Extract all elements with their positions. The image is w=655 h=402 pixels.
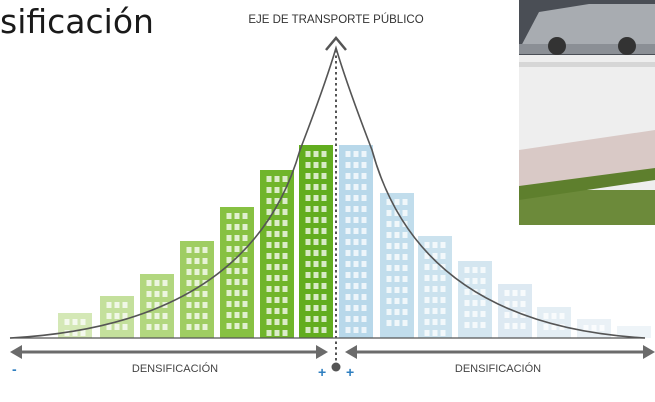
right-densification-label: DENSIFICACIÓN: [455, 362, 541, 375]
building-right-4: [458, 261, 492, 338]
building-left-8: [299, 145, 333, 338]
building-right-8: [617, 326, 651, 338]
building-left-5: [180, 241, 214, 338]
building-left-2: [58, 313, 92, 338]
sign-left-plus: +: [318, 364, 326, 380]
axis-label: EJE DE TRANSPORTE PÚBLICO: [248, 13, 423, 26]
building-right-2: [380, 193, 414, 338]
left-arrowhead-right: [316, 345, 328, 359]
bell-curve: [9, 45, 646, 339]
building-left-6: [220, 207, 254, 338]
sign-left-minus: -: [12, 361, 17, 377]
building-right-3: [418, 236, 452, 338]
left-densification-label: DENSIFICACIÓN: [132, 362, 218, 375]
building-left-7: [260, 170, 294, 338]
right-arrowhead-left: [345, 345, 357, 359]
transit-axis-dot: [331, 362, 341, 372]
building-left-3: [100, 296, 134, 338]
left-arrowhead-left: [10, 345, 22, 359]
building-right-1: [339, 145, 373, 338]
sign-right-plus: +: [346, 364, 354, 380]
building-right-6: [537, 307, 571, 338]
transit-axis-arrowhead: [325, 36, 347, 51]
street-photo: [519, 0, 655, 225]
right-arrowhead-right: [643, 345, 655, 359]
title-fragment: sificación: [0, 2, 154, 41]
building-left-4: [140, 274, 174, 338]
